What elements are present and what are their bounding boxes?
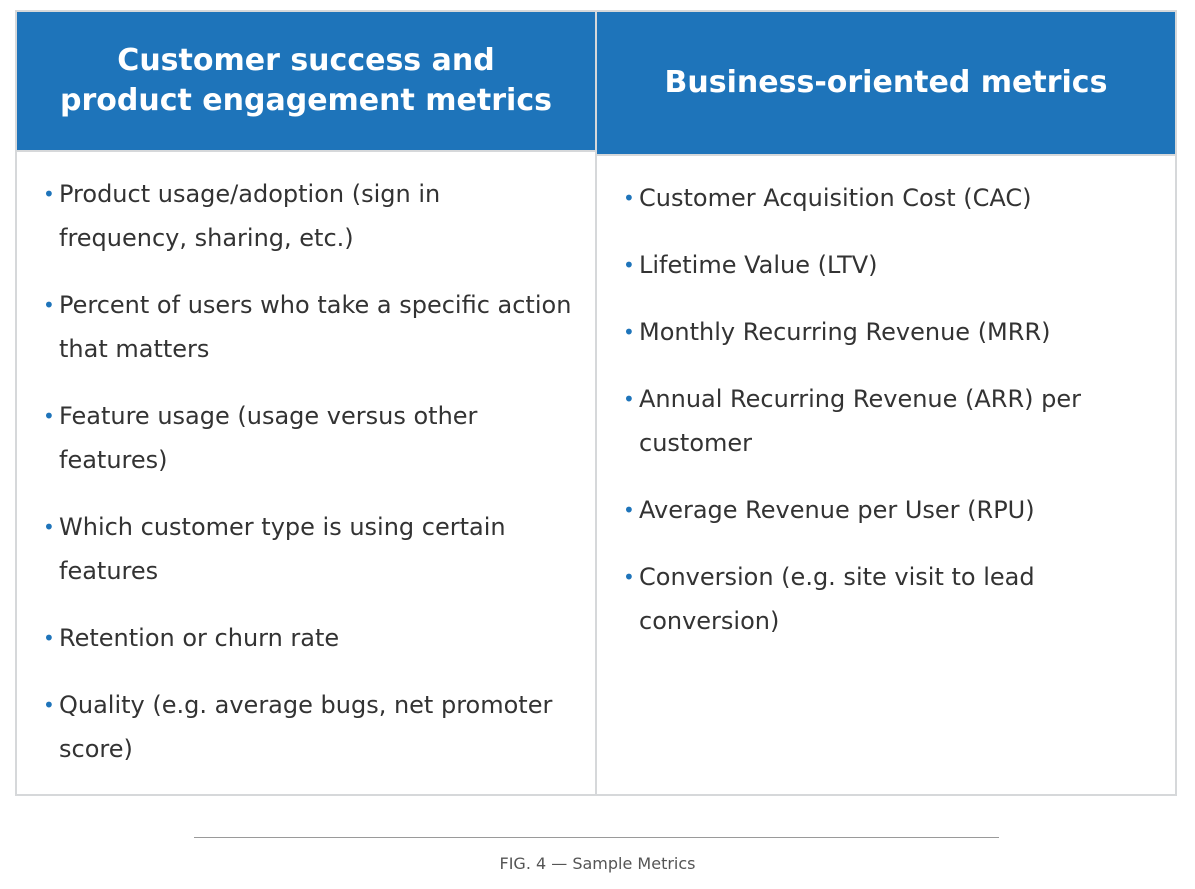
bullet-icon: • <box>623 565 635 589</box>
list-item-text: Which customer type is using certain fea… <box>59 513 506 585</box>
list-item-text: Product usage/adoption (sign in frequenc… <box>59 180 441 252</box>
left-column: Customer success and product engagement … <box>17 12 597 794</box>
right-metrics-list: •Customer Acquisition Cost (CAC) •Lifeti… <box>623 176 1155 643</box>
left-column-body: •Product usage/adoption (sign in frequen… <box>17 152 595 794</box>
list-item: •Feature usage (usage versus other featu… <box>43 394 575 482</box>
bullet-icon: • <box>623 498 635 522</box>
list-item: •Lifetime Value (LTV) <box>623 243 1155 287</box>
list-item-text: Average Revenue per User (RPU) <box>639 496 1035 524</box>
list-item: •Conversion (e.g. site visit to lead con… <box>623 555 1155 643</box>
list-item-text: Retention or churn rate <box>59 624 340 652</box>
metrics-table: Customer success and product engagement … <box>15 10 1177 796</box>
list-item-text: Percent of users who take a specific act… <box>59 291 572 363</box>
bullet-icon: • <box>43 693 55 717</box>
bullet-icon: • <box>43 626 55 650</box>
bullet-icon: • <box>623 186 635 210</box>
list-item: •Quality (e.g. average bugs, net promote… <box>43 683 575 771</box>
list-item: •Which customer type is using certain fe… <box>43 505 575 593</box>
caption-divider <box>194 837 999 838</box>
list-item-text: Quality (e.g. average bugs, net promoter… <box>59 691 553 763</box>
list-item-text: Monthly Recurring Revenue (MRR) <box>639 318 1051 346</box>
bullet-icon: • <box>43 404 55 428</box>
bullet-icon: • <box>623 387 635 411</box>
bullet-icon: • <box>623 253 635 277</box>
left-column-header: Customer success and product engagement … <box>17 12 595 152</box>
figure-caption: FIG. 4 — Sample Metrics <box>499 854 696 873</box>
bullet-icon: • <box>43 515 55 539</box>
list-item-text: Feature usage (usage versus other featur… <box>59 402 478 474</box>
list-item: •Percent of users who take a specific ac… <box>43 283 575 371</box>
list-item-text: Lifetime Value (LTV) <box>639 251 878 279</box>
left-metrics-list: •Product usage/adoption (sign in frequen… <box>43 172 575 771</box>
bullet-icon: • <box>43 293 55 317</box>
right-column-header: Business-oriented metrics <box>597 12 1175 156</box>
right-column-body: •Customer Acquisition Cost (CAC) •Lifeti… <box>597 156 1175 794</box>
list-item: •Customer Acquisition Cost (CAC) <box>623 176 1155 220</box>
list-item-text: Annual Recurring Revenue (ARR) per custo… <box>639 385 1082 457</box>
bullet-icon: • <box>43 182 55 206</box>
list-item: •Retention or churn rate <box>43 616 575 660</box>
right-column: Business-oriented metrics •Customer Acqu… <box>597 12 1175 794</box>
list-item-text: Conversion (e.g. site visit to lead conv… <box>639 563 1035 635</box>
list-item: •Monthly Recurring Revenue (MRR) <box>623 310 1155 354</box>
list-item: •Average Revenue per User (RPU) <box>623 488 1155 532</box>
list-item: •Product usage/adoption (sign in frequen… <box>43 172 575 260</box>
bullet-icon: • <box>623 320 635 344</box>
list-item: •Annual Recurring Revenue (ARR) per cust… <box>623 377 1155 465</box>
list-item-text: Customer Acquisition Cost (CAC) <box>639 184 1032 212</box>
